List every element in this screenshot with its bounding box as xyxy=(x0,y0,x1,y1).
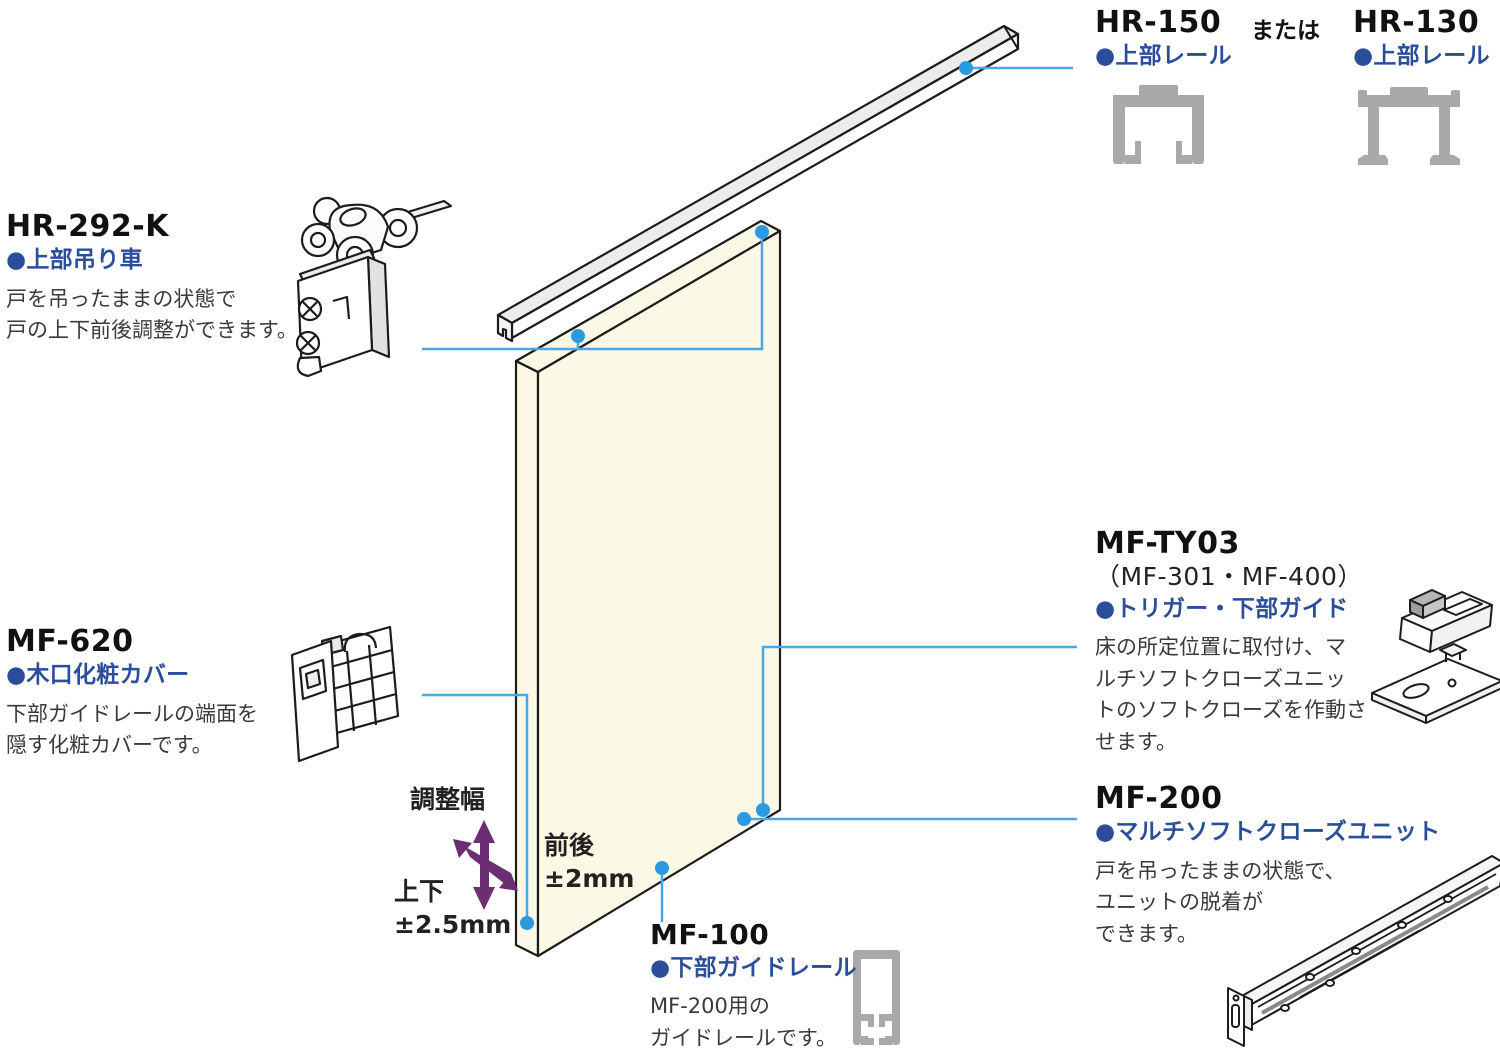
part-code-mf200: MF-200 xyxy=(1095,781,1223,816)
part-desc-mfty03: 床の所定位置に取付け、マ ルチソフトクローズユニッ トのソフトクローズを作動さ … xyxy=(1095,635,1367,754)
label-mf100: MF-100 ●下部ガイドレール MF-200用の ガイドレールです。 xyxy=(650,918,857,1054)
part-name-hr130: ●上部レール xyxy=(1353,43,1490,69)
updown-value: ±2.5mm xyxy=(394,909,512,939)
hr150-profile xyxy=(1113,85,1204,164)
part-name-mf620: ●木口化粧カバー xyxy=(6,662,190,688)
frontback-label: 前後 xyxy=(544,831,595,860)
callout-lines xyxy=(422,66,1077,923)
adjustment-updown: 上下 ±2.5mm xyxy=(394,876,511,941)
frontback-value: ±2mm xyxy=(544,863,635,893)
part-name-mfty03: ●トリガー・下部ガイド xyxy=(1095,595,1349,622)
part-name-hr292k: ●上部吊り車 xyxy=(6,247,143,273)
label-mf200: MF-200 ●マルチソフトクローズユニット 戸を吊ったままの状態で、 ユニット… xyxy=(1095,782,1440,950)
label-hr130: HR-130 ●上部レール xyxy=(1353,6,1490,71)
mfty03-illustration xyxy=(1371,589,1500,724)
callout-hr292k xyxy=(422,232,764,351)
part-desc-mf620: 下部ガイドレールの端面を 隠す化粧カバーです。 xyxy=(6,701,258,758)
updown-label: 上下 xyxy=(394,877,445,906)
door-panel xyxy=(514,219,782,958)
part-desc-mf100: MF-200用の ガイドレールです。 xyxy=(650,994,837,1050)
mf200-illustration xyxy=(1227,855,1500,1047)
part-sub-mfty03: （MF-301・MF-400） xyxy=(1095,562,1363,591)
label-hr150: HR-150 ●上部レール xyxy=(1095,6,1232,71)
adjustment-title: 調整幅 xyxy=(410,785,486,814)
frontback-arrow xyxy=(453,839,518,891)
mf100-profile xyxy=(853,950,900,1045)
part-name-mf200: ●マルチソフトクローズユニット xyxy=(1095,819,1441,845)
part-code-mf100: MF-100 xyxy=(650,918,770,951)
label-hr292k: HR-292-K ●上部吊り車 戸を吊ったままの状態で 戸の上下前後調整ができま… xyxy=(6,210,298,347)
part-desc-hr292k: 戸を吊ったままの状態で 戸の上下前後調整ができます。 xyxy=(6,286,298,343)
label-mfty03: MF-TY03 （MF-301・MF-400） ●トリガー・下部ガイド 床の所定… xyxy=(1095,527,1367,758)
mf620-illustration xyxy=(290,625,400,763)
callout-mf620 xyxy=(422,693,529,923)
hr292k-illustration xyxy=(295,196,453,378)
part-code-mfty03: MF-TY03 xyxy=(1095,526,1240,561)
label-or: または xyxy=(1251,18,1320,44)
part-code-hr130: HR-130 xyxy=(1353,5,1480,40)
adjustment-arrows xyxy=(453,820,518,910)
hr130-profile xyxy=(1358,87,1460,165)
part-code-mf620: MF-620 xyxy=(6,624,134,659)
part-name-hr150: ●上部レール xyxy=(1095,43,1232,69)
part-code-hr292k: HR-292-K xyxy=(6,209,169,244)
adjustment-screws xyxy=(295,296,323,356)
callout-dots xyxy=(520,61,973,930)
part-code-hr150: HR-150 xyxy=(1095,5,1222,40)
callout-mfty03 xyxy=(761,645,1077,810)
part-desc-mf200: 戸を吊ったままの状態で、 ユニットの脱着が できます。 xyxy=(1095,858,1346,946)
adjustment-frontback: 前後 ±2mm xyxy=(544,830,634,895)
label-mf620: MF-620 ●木口化粧カバー 下部ガイドレールの端面を 隠す化粧カバーです。 xyxy=(6,625,258,762)
part-name-mf100: ●下部ガイドレール xyxy=(650,954,857,981)
upper-rail-bar xyxy=(496,24,1020,343)
